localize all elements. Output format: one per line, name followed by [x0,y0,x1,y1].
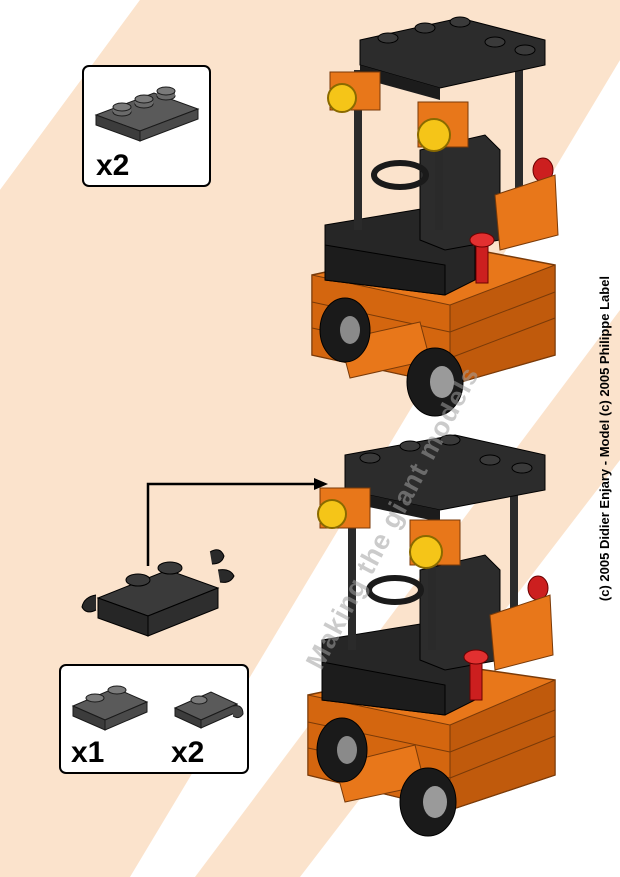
step1-quantity-plate-1x3: x2 [96,149,130,182]
wheel-front-right [406,347,464,417]
step1-forklift-model [311,16,559,417]
copyright-label: (c) 2005 Didier Enjary - Model (c) 2005 … [597,275,612,602]
red-lever [463,575,549,701]
wheel-front-right [399,767,457,837]
assembly-arrow [146,478,328,566]
wheel-front-left [316,717,368,783]
step2-forklift-model [307,434,556,837]
plate-1x2-with-clip-icon [173,691,244,729]
light-left [327,71,381,113]
red-lever [469,157,554,284]
wheel-front-left [319,297,371,363]
step2-parts-panel: x1 x2 [59,664,249,774]
subassembly-plate-with-clips [81,549,235,637]
light-right [409,519,461,569]
step1-parts-panel: x2 [82,65,211,187]
light-right [417,101,469,152]
plate-1x2-icon [71,685,149,731]
step2-quantity-plate-1x2: x1 [71,736,105,769]
light-left [317,487,371,529]
plate-1x3-icon [94,86,200,142]
step2-quantity-plate-with-clip: x2 [171,736,205,769]
copyright-text: (c) 2005 Didier Enjary - Model (c) 2005 … [597,0,612,877]
